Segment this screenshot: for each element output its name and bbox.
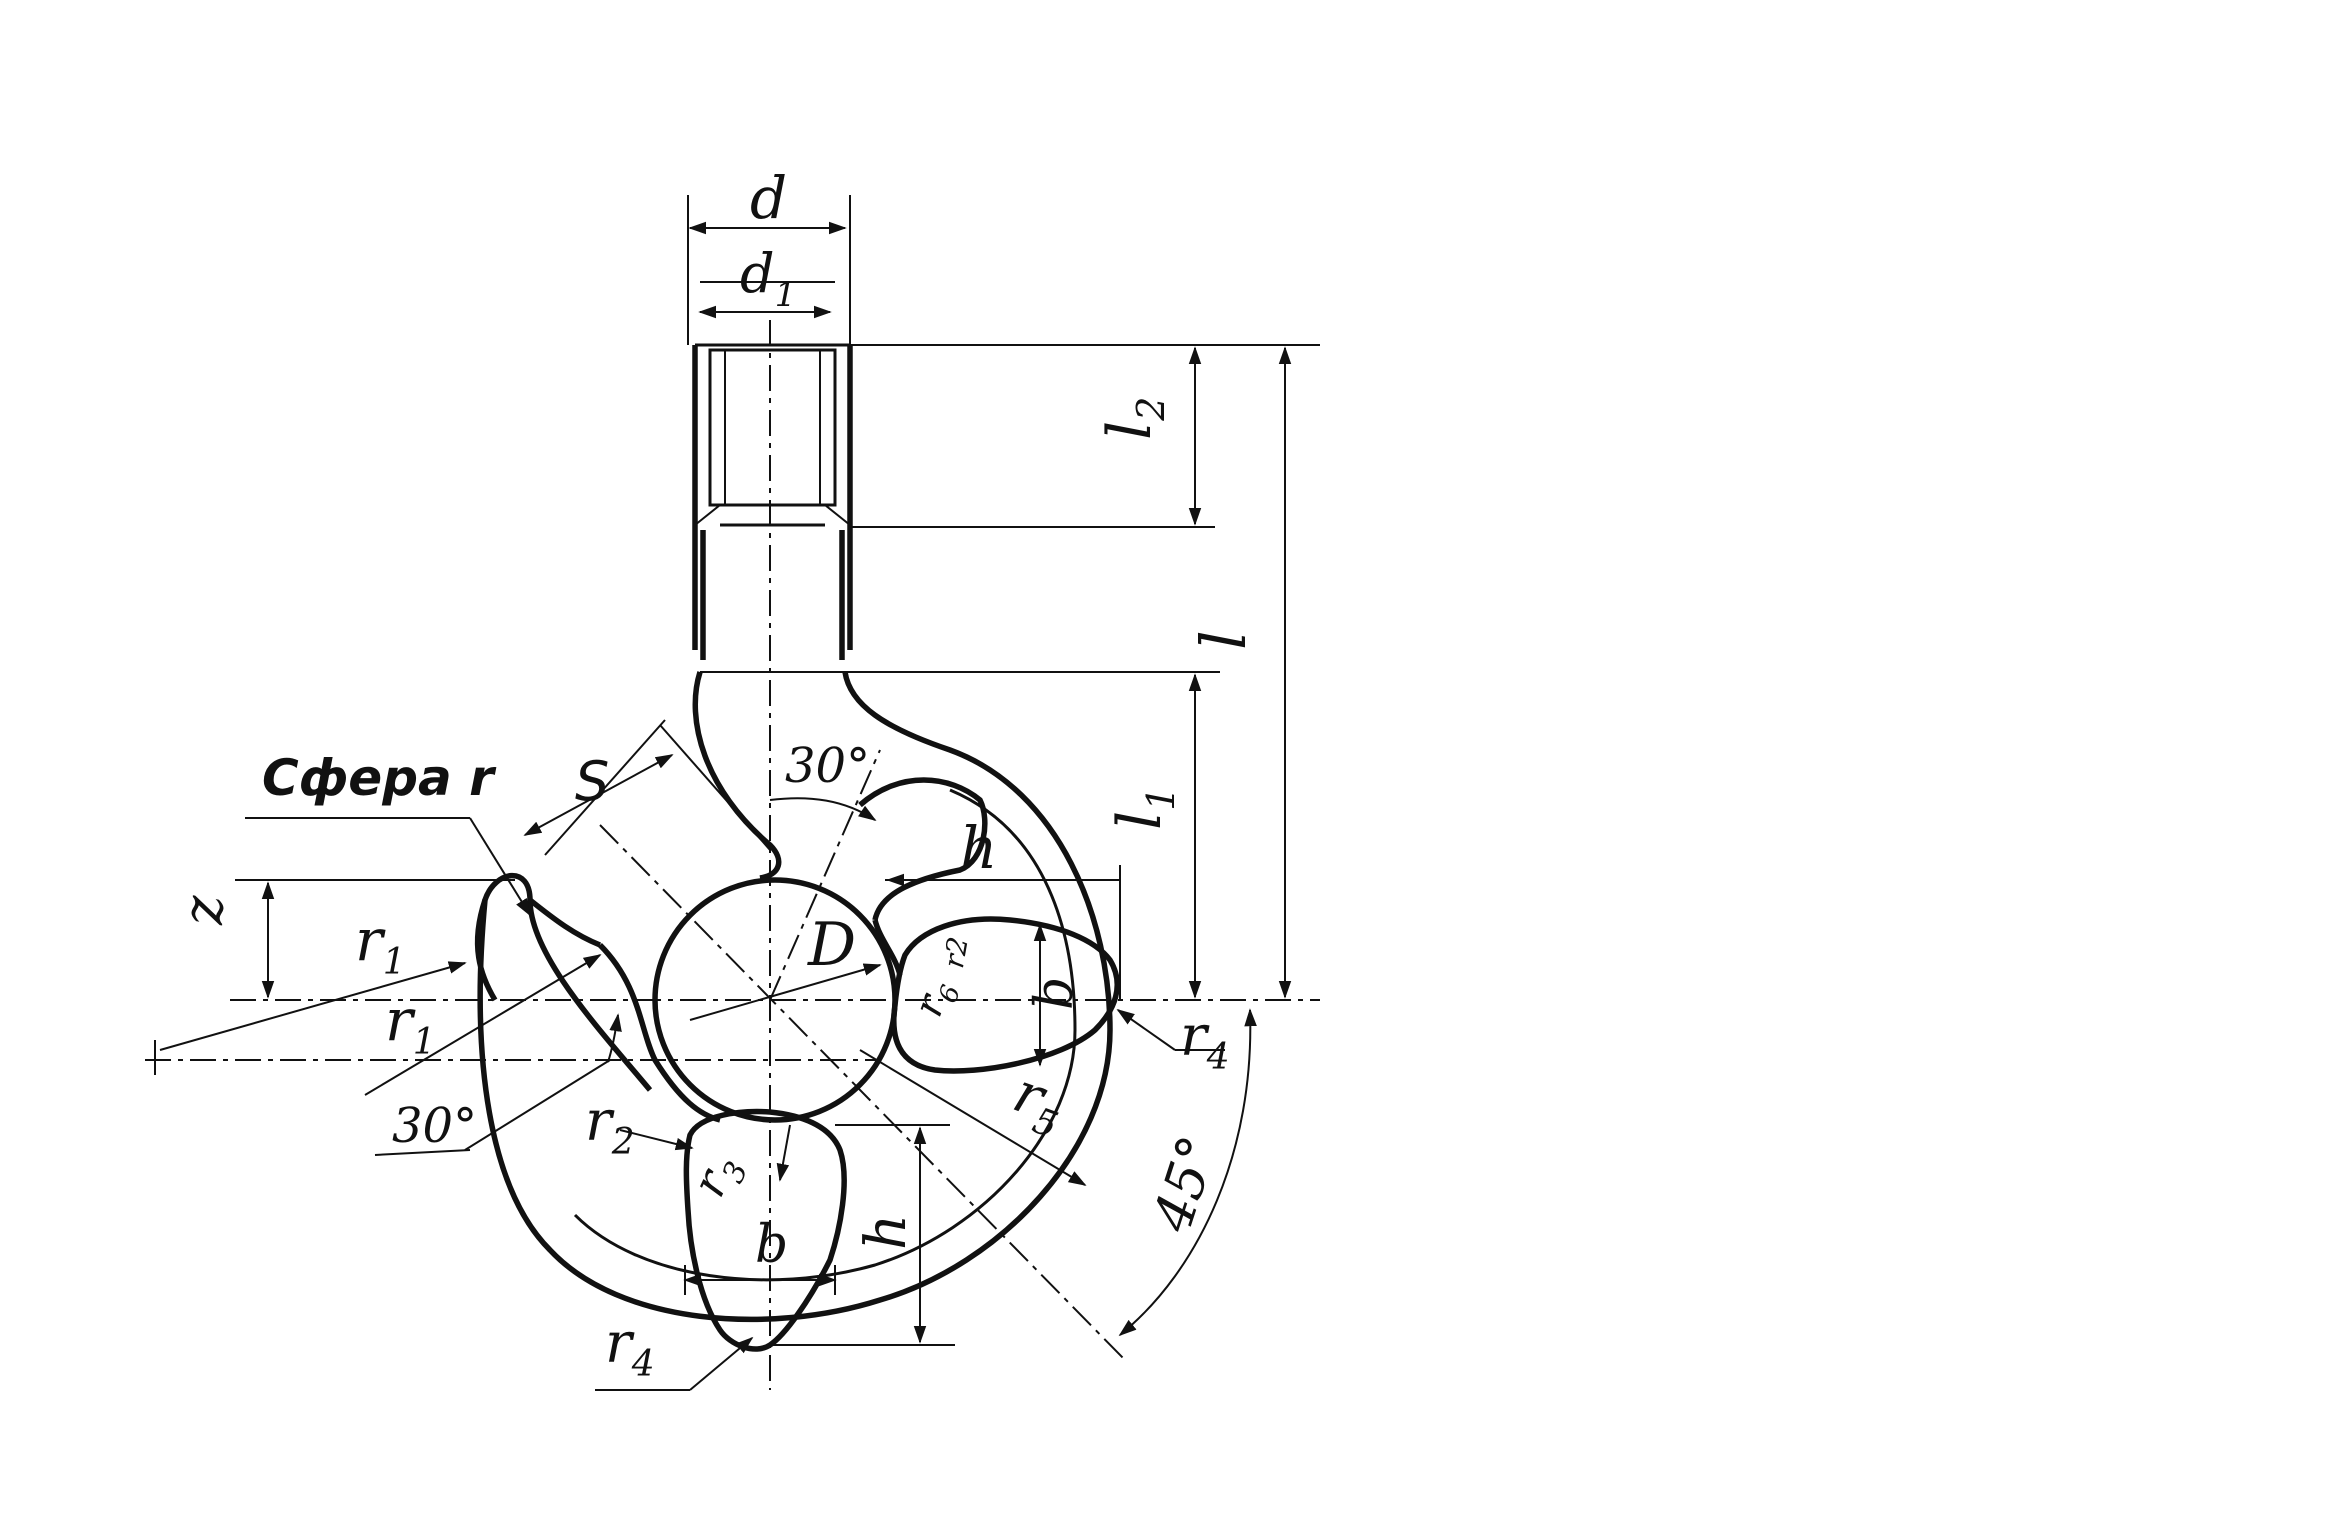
- label-l2: l2: [1095, 397, 1173, 440]
- label-angle-left: 30°: [392, 1098, 477, 1154]
- label-S: S: [575, 750, 609, 813]
- label-h-bottom: h: [854, 1214, 919, 1250]
- label-r4-right: r4: [1180, 1004, 1230, 1078]
- label-sphere: Сфера r: [262, 749, 497, 807]
- label-r1-lower: r1: [385, 986, 436, 1063]
- section-bottom: [683, 1108, 847, 1352]
- label-r1-upper: r1: [355, 906, 406, 983]
- sphere-leader: [245, 817, 531, 917]
- dim-z: [235, 879, 515, 999]
- hook-shank: [692, 343, 853, 673]
- label-b-bottom: b: [755, 1215, 788, 1275]
- label-h-right: h: [960, 814, 997, 882]
- label-r3: r3: [681, 1145, 755, 1209]
- center-lines: [145, 320, 1320, 1390]
- dim-h-right: [885, 865, 1121, 1000]
- label-r2: r2: [585, 1089, 635, 1163]
- label-angle-top: 30°: [785, 738, 870, 794]
- label-angle-45: 45°: [1140, 1129, 1230, 1240]
- dim-lengths: [845, 344, 1320, 999]
- thread-section: [708, 348, 837, 507]
- dim-d: [687, 195, 851, 345]
- label-l: l: [1187, 630, 1260, 650]
- label-b-right: b: [1025, 977, 1085, 1010]
- label-l1: l1: [1105, 787, 1183, 830]
- label-r5: r5: [1002, 1060, 1074, 1147]
- label-r4-bottom: r4: [605, 1311, 655, 1385]
- dim-S: [523, 719, 771, 856]
- label-r6: r6: [905, 973, 967, 1025]
- label-D: D: [807, 910, 856, 980]
- label-z: z: [171, 895, 236, 926]
- label-r2-small: r2: [937, 934, 975, 970]
- label-d: d: [750, 164, 787, 232]
- section-right: [891, 916, 1120, 1074]
- label-d1: d1: [740, 242, 796, 315]
